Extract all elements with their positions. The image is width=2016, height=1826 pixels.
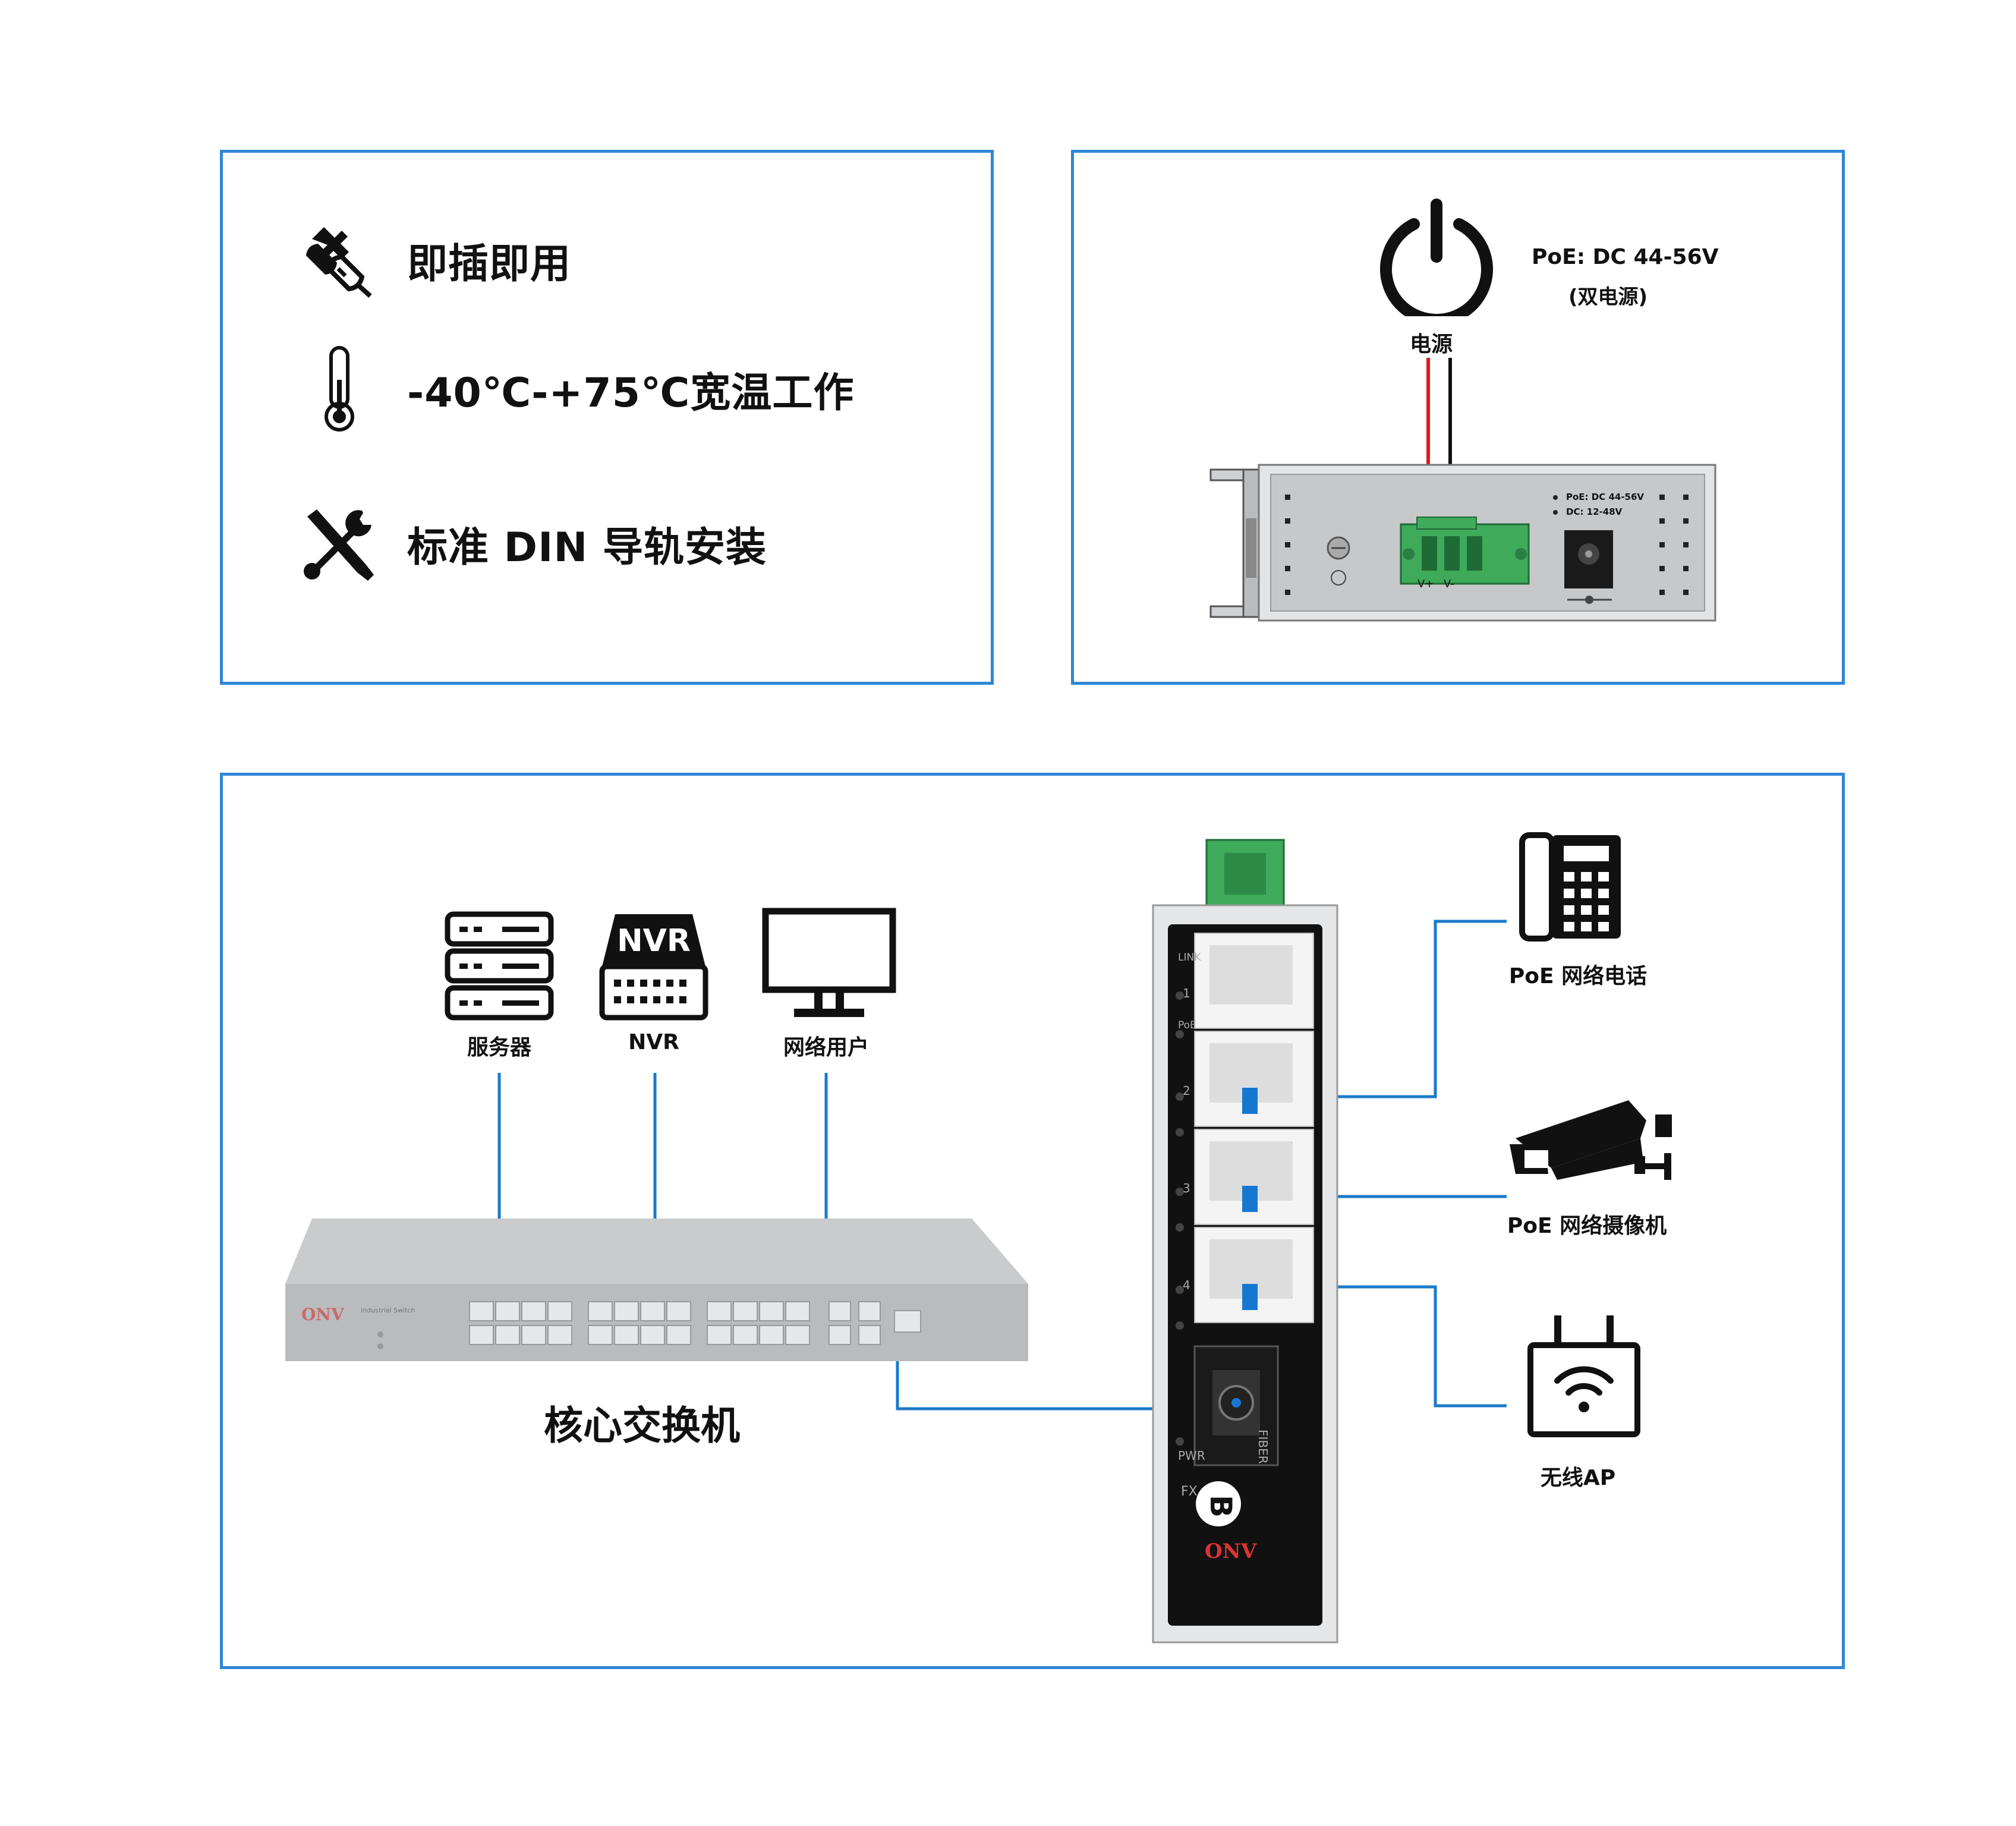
terminal-vplus: V+ bbox=[1418, 578, 1434, 590]
panel-poe-spec: PoE: DC 44-56V bbox=[1566, 492, 1645, 502]
wireless-ap-label: 无线AP bbox=[1540, 1466, 1616, 1490]
feature-temp-text: -40℃-+75℃宽温工作 bbox=[407, 369, 855, 417]
led-label-poe: PoE bbox=[1178, 1019, 1196, 1031]
din-switch-brand: ONV bbox=[1205, 1539, 1257, 1563]
fiber-label: FIBER bbox=[1256, 1430, 1270, 1464]
core-switch-label: 核心交换机 bbox=[544, 1403, 740, 1449]
power-panel: PoE: DC 44-56V (双电源) 电源 bbox=[1071, 150, 1845, 685]
wifi-ap-icon bbox=[1527, 1315, 1640, 1437]
plug-icon bbox=[306, 227, 372, 298]
port-label-3: 3 bbox=[1183, 1181, 1190, 1195]
led-label-fx: FX bbox=[1181, 1484, 1198, 1499]
feature-din-rail: 标准 DIN 导轨安装 bbox=[300, 505, 767, 582]
port-label-2: 2 bbox=[1183, 1084, 1190, 1098]
fiber-type-label: B bbox=[1204, 1494, 1239, 1518]
black-wire bbox=[1448, 358, 1452, 554]
feature-plug-text: 即插即用 bbox=[407, 240, 572, 288]
feature-din-text: 标准 DIN 导轨安装 bbox=[407, 524, 767, 571]
din-switch-image bbox=[1152, 839, 1338, 1644]
nvr-icon bbox=[599, 914, 708, 1021]
feature-panel: 即插即用 -40℃-+75℃宽温工作 标准 DIN 导轨安装 bbox=[220, 150, 994, 685]
power-label: 电源 bbox=[1410, 332, 1453, 357]
tools-icon bbox=[304, 509, 374, 581]
power-dual: (双电源) bbox=[1568, 285, 1648, 309]
poe-camera-label: PoE 网络摄像机 bbox=[1507, 1214, 1667, 1238]
feature-wide-temp: -40℃-+75℃宽温工作 bbox=[300, 344, 854, 433]
power-icon bbox=[1380, 199, 1493, 316]
port-label-4: 4 bbox=[1183, 1278, 1190, 1292]
network-user-label: 网络用户 bbox=[783, 1035, 869, 1060]
nvr-label: NVR bbox=[628, 1030, 679, 1054]
server-label: 服务器 bbox=[467, 1035, 531, 1060]
red-wire bbox=[1426, 358, 1430, 554]
terminal-vminus: V- bbox=[1444, 578, 1454, 590]
core-switch-image bbox=[285, 1219, 1028, 1361]
power-spec: PoE: DC 44-56V bbox=[1532, 245, 1719, 269]
feature-plug-and-play: 即插即用 bbox=[300, 221, 571, 298]
phone-icon bbox=[1519, 832, 1621, 942]
topology-panel: 服务器 NVR NVR 网络用户 bbox=[220, 773, 1845, 1669]
device-side-panel bbox=[1209, 464, 1716, 622]
camera-icon bbox=[1510, 1100, 1672, 1180]
monitor-icon bbox=[762, 908, 896, 1017]
core-switch-brand: ONV bbox=[301, 1305, 344, 1324]
core-switch-model: Industrial Switch bbox=[361, 1306, 415, 1314]
server-icon bbox=[445, 911, 554, 1021]
poe-phone-label: PoE 网络电话 bbox=[1508, 964, 1648, 988]
port-label-1: 1 bbox=[1183, 986, 1190, 1000]
panel-dc-spec: DC: 12-48V bbox=[1566, 506, 1623, 517]
led-label-pwr: PWR bbox=[1178, 1449, 1205, 1463]
led-label-link: LINK bbox=[1178, 952, 1201, 964]
nvr-icon-text: NVR bbox=[617, 923, 691, 959]
thermometer-icon bbox=[325, 346, 354, 432]
